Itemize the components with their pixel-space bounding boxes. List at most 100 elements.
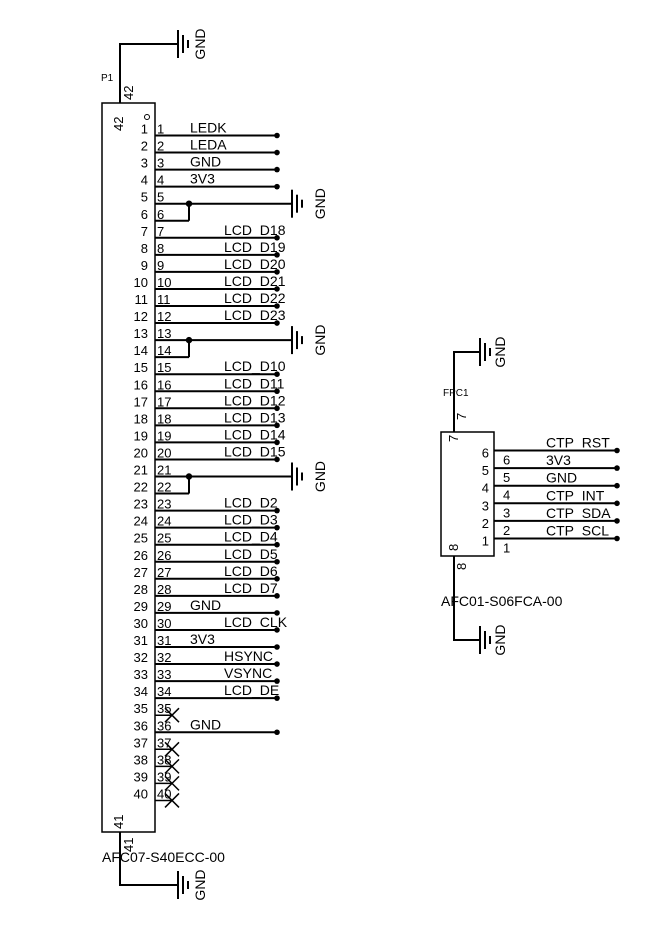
p1-net-terminal bbox=[274, 695, 280, 701]
p1-pin-number: 39 bbox=[134, 769, 148, 784]
p1-pin-number-outer: 12 bbox=[157, 309, 171, 324]
p1-ground-group: GND bbox=[155, 461, 328, 495]
fpc1-part-name: AFC01-S06FCA-00 bbox=[441, 593, 563, 609]
p1-pin-number-outer: 27 bbox=[157, 565, 171, 580]
p1-net-label: LEDK bbox=[190, 120, 227, 136]
p1-pin-42-inner: 42 bbox=[111, 117, 126, 131]
p1-net-terminal bbox=[274, 576, 280, 582]
p1-pin-number: 30 bbox=[134, 616, 148, 631]
p1-pin-number-outer: 13 bbox=[157, 326, 171, 341]
p1-pin-number-outer: 3 bbox=[157, 156, 164, 171]
ground-icon bbox=[291, 189, 303, 218]
p1-net-terminal bbox=[274, 541, 280, 548]
p1-net-terminal bbox=[274, 320, 280, 326]
p1-net-terminal bbox=[274, 183, 280, 190]
fpc1-top-gnd-label: GND bbox=[492, 336, 508, 367]
p1-net-terminal bbox=[274, 388, 280, 395]
p1-pin-number: 26 bbox=[134, 548, 148, 563]
p1-net-label: 3V3 bbox=[190, 171, 215, 187]
p1-pin-number-outer: 28 bbox=[157, 582, 171, 597]
p1-net-label: GND bbox=[190, 154, 221, 170]
p1-pin-number-outer: 23 bbox=[157, 497, 171, 512]
p1-pin-number-outer: 21 bbox=[157, 463, 171, 478]
p1-net-terminal bbox=[274, 439, 280, 446]
p1-net-label: LCD_D6 bbox=[224, 563, 278, 579]
p1-pin-number-outer: 15 bbox=[157, 360, 171, 375]
p1-pin-number-outer: 1 bbox=[157, 122, 164, 137]
p1-net-terminal bbox=[274, 269, 280, 275]
p1-pin-number-outer: 9 bbox=[157, 258, 164, 273]
p1-pin-number: 3 bbox=[141, 156, 148, 171]
p1-pin-number-outer: 29 bbox=[157, 599, 171, 614]
p1-net-label: LCD_D22 bbox=[224, 290, 286, 306]
fpc1-net-terminal bbox=[614, 482, 620, 489]
p1-pin-number: 6 bbox=[141, 207, 148, 222]
p1-pin-number-outer: 22 bbox=[157, 480, 171, 495]
p1-pin-number-outer: 11 bbox=[157, 292, 171, 307]
no-connect-icon bbox=[164, 775, 180, 791]
fpc1-net-terminal bbox=[614, 518, 620, 524]
p1-net-label: LCD_D4 bbox=[224, 529, 278, 545]
fpc1-pin-number-outer: 6 bbox=[503, 453, 510, 468]
p1-pin-number: 21 bbox=[134, 463, 148, 478]
fpc1-pin-number-outer: 3 bbox=[503, 505, 510, 520]
p1-pin-number: 37 bbox=[134, 735, 148, 750]
p1-pin-number: 25 bbox=[134, 531, 148, 546]
p1-net-terminal bbox=[274, 405, 280, 412]
p1-pin-number: 16 bbox=[134, 377, 148, 392]
p1-pin-number-outer: 37 bbox=[157, 735, 171, 750]
fpc1-pin-number-outer: 4 bbox=[503, 488, 510, 503]
p1-pin-41-outer: 41 bbox=[121, 838, 136, 852]
p1-net-terminal bbox=[274, 422, 280, 429]
p1-pin-number-outer: 17 bbox=[157, 394, 171, 409]
p1-pin-number-outer: 14 bbox=[157, 343, 171, 358]
p1-net-label: HSYNC bbox=[224, 648, 273, 664]
p1-designator: P1 bbox=[101, 73, 114, 84]
p1-pin-number-outer: 5 bbox=[157, 190, 164, 205]
p1-pin-number-outer: 39 bbox=[157, 769, 171, 784]
gnd-label: GND bbox=[312, 325, 328, 356]
no-connect-icon bbox=[164, 741, 180, 757]
p1-net-terminal bbox=[274, 132, 280, 139]
p1-net-terminal bbox=[274, 166, 280, 173]
no-connect-icon bbox=[164, 707, 180, 723]
p1-pin-number: 28 bbox=[134, 582, 148, 597]
p1-pin-number: 4 bbox=[141, 173, 148, 188]
p1-pin-number-outer: 19 bbox=[157, 428, 171, 443]
p1-pin-number-outer: 20 bbox=[157, 445, 171, 460]
p1-pin-number-outer: 30 bbox=[157, 616, 171, 631]
fpc1-net-label: GND bbox=[546, 470, 577, 486]
p1-pin-number: 12 bbox=[134, 309, 148, 324]
p1-pin-number-outer: 2 bbox=[157, 139, 164, 154]
p1-pin-number-outer: 6 bbox=[157, 207, 164, 222]
fpc1-net-terminal bbox=[614, 465, 620, 471]
p1-pin-number: 40 bbox=[134, 786, 148, 801]
p1-part-name: AFC07-S40ECC-00 bbox=[102, 849, 225, 865]
ground-icon bbox=[291, 326, 303, 355]
gnd-label: GND bbox=[312, 461, 328, 492]
p1-pin-number-outer: 32 bbox=[157, 650, 171, 665]
p1-pin-number-outer: 7 bbox=[157, 224, 164, 239]
